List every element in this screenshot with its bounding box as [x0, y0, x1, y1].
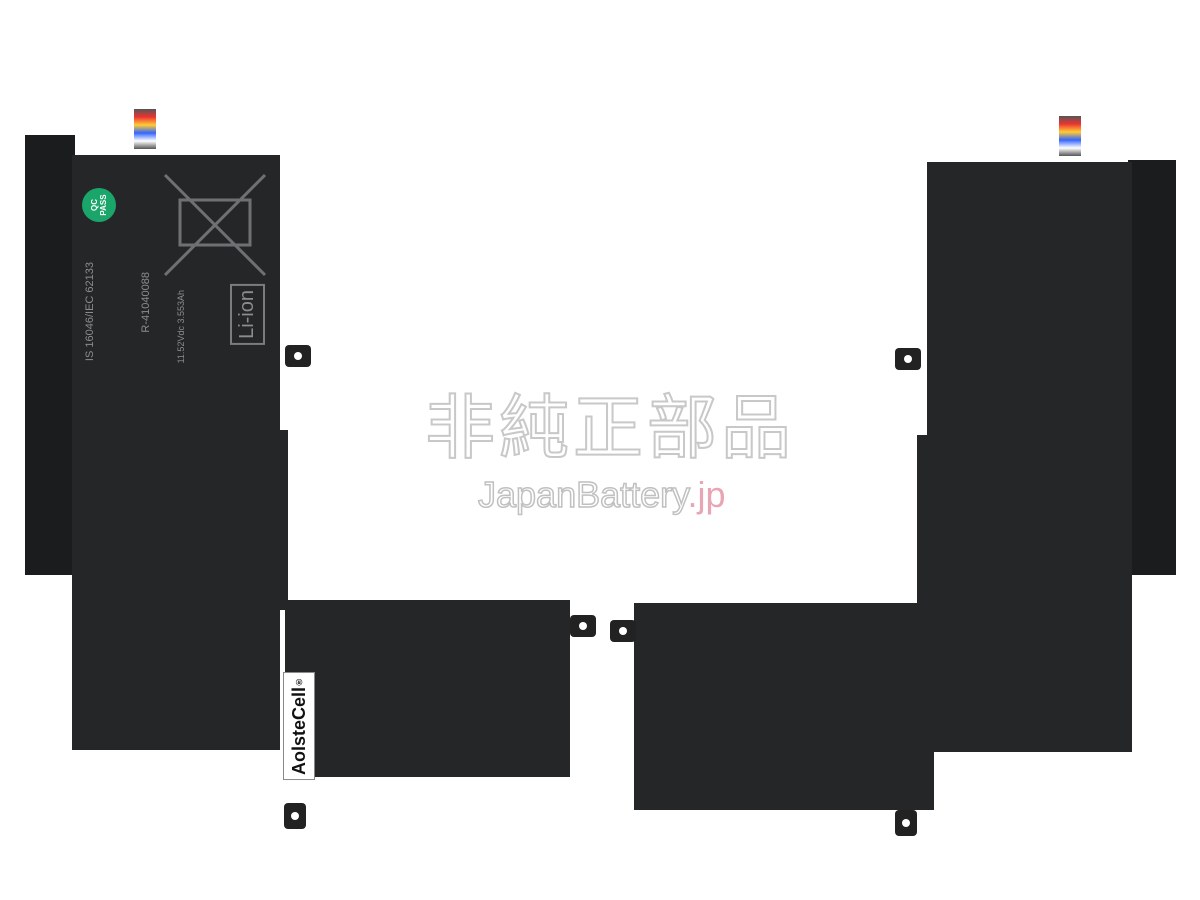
mount-tab: [285, 345, 311, 367]
mount-tab: [610, 620, 636, 642]
left-connector-wires: [134, 109, 156, 149]
mount-tab: [895, 348, 921, 370]
left-battery-frame: [25, 135, 75, 575]
right-battery-edge: [917, 435, 932, 610]
left-battery-edge: [280, 430, 288, 610]
watermark-site-main: JapanBattery: [477, 473, 688, 516]
watermark-title: 非純正部品: [424, 387, 795, 469]
qc-pass-sticker: QC PASS: [82, 188, 116, 222]
left-battery-cell-bottom: [285, 600, 570, 777]
watermark-site: JapanBattery.jp: [477, 473, 726, 516]
right-battery-cell-bottom: [634, 603, 934, 810]
crossed-bin-icon: [163, 173, 267, 277]
rating-text: 11.52Vdc 3.553Ah: [176, 290, 186, 364]
registration-text: R-41040088: [140, 272, 152, 333]
right-battery-frame: [1128, 160, 1176, 575]
brand-sticker: AolsteCell®: [283, 672, 315, 781]
right-battery-cell-main: [927, 162, 1132, 752]
mount-tab: [570, 615, 596, 637]
li-ion-recycle-mark: Li-ion: [230, 284, 265, 345]
mount-tab: [895, 810, 917, 836]
brand-name: AolsteCell: [289, 687, 309, 776]
mount-tab: [284, 803, 306, 829]
watermark-site-tld: .jp: [687, 474, 726, 515]
right-connector-wires: [1059, 116, 1081, 156]
standard-text: IS 16046/IEC 62133: [84, 262, 96, 362]
brand-mark: ®: [294, 677, 304, 687]
